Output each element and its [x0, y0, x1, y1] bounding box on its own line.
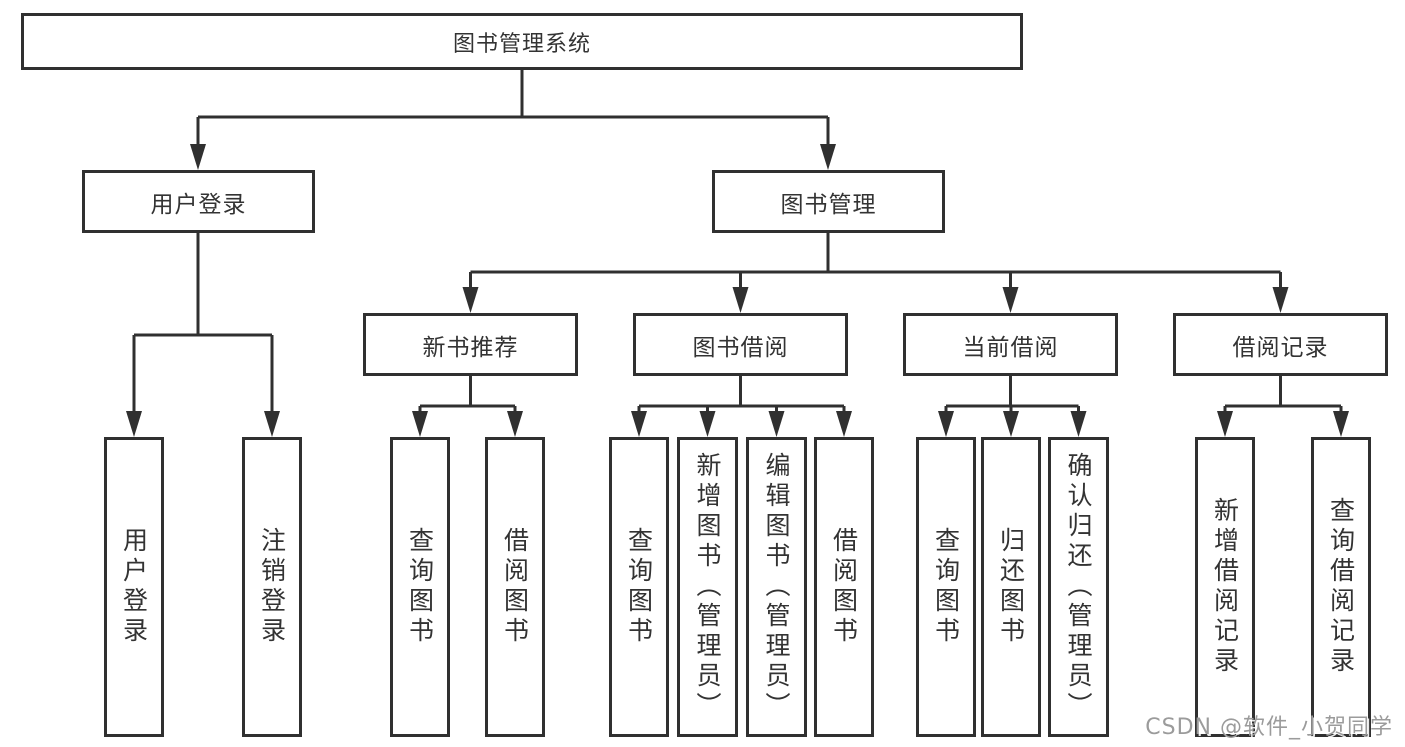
node-label: 新增借阅记录: [1210, 497, 1240, 677]
node-label: 图书管理: [780, 191, 877, 218]
node-label: 用户登录: [150, 191, 247, 218]
arrowhead: [732, 287, 749, 313]
connector-root-to-level2: [196, 70, 830, 152]
node-label: 确认归还（管理员）: [1064, 452, 1093, 722]
node-library-management-system: 图书管理系统: [21, 13, 1023, 70]
arrowhead: [1070, 411, 1087, 437]
arrowhead: [462, 287, 479, 313]
arrowhead: [1002, 287, 1019, 313]
node-label: 新增图书（管理员）: [693, 452, 722, 722]
arrowhead: [264, 411, 280, 437]
connector-newbook-to-children: [418, 376, 517, 421]
leaf-add-borrow-record: 新增借阅记录: [1195, 437, 1255, 737]
node-label: 查询图书: [624, 527, 654, 647]
arrowhead: [507, 411, 523, 437]
connector-bookmgmt-to-children: [469, 233, 1282, 297]
node-current-borrowing: 当前借阅: [903, 313, 1118, 376]
arrowhead: [631, 411, 647, 437]
node-label: 查询图书: [931, 527, 961, 647]
node-book-management: 图书管理: [712, 170, 945, 233]
arrowhead: [412, 411, 428, 437]
leaf-query-books-current: 查询图书: [916, 437, 976, 737]
node-user-login: 用户登录: [82, 170, 315, 233]
arrowhead: [699, 411, 716, 437]
connector-bookborrow-to-children: [637, 376, 846, 421]
node-label: 查询图书: [405, 527, 435, 647]
arrowhead: [820, 144, 836, 170]
leaf-borrow-books: 借阅图书: [814, 437, 874, 737]
connector-records-to-children: [1223, 376, 1343, 421]
node-label: 用户登录: [119, 527, 149, 647]
leaf-query-books-borrow: 查询图书: [609, 437, 669, 737]
node-borrowing-records: 借阅记录: [1173, 313, 1388, 376]
node-label: 图书管理系统: [452, 31, 591, 57]
node-label: 当前借阅: [962, 334, 1059, 361]
node-label: 归还图书: [996, 527, 1026, 647]
arrowheads: [126, 144, 1349, 437]
leaf-add-books-admin: 新增图书（管理员）: [677, 437, 738, 737]
leaf-confirm-return-admin: 确认归还（管理员）: [1048, 437, 1109, 737]
arrowhead: [190, 144, 206, 170]
node-label: 借阅记录: [1232, 334, 1329, 361]
node-label: 编辑图书（管理员）: [762, 452, 791, 722]
node-label: 查询借阅记录: [1326, 497, 1356, 677]
arrowhead: [1272, 287, 1289, 313]
leaf-edit-books-admin: 编辑图书（管理员）: [746, 437, 807, 737]
node-label: 借阅图书: [500, 527, 530, 647]
node-label: 图书借阅: [692, 334, 789, 361]
leaf-return-books: 归还图书: [981, 437, 1041, 737]
node-book-borrowing: 图书借阅: [633, 313, 848, 376]
leaf-borrow-books-recommend: 借阅图书: [485, 437, 545, 737]
node-label: 新书推荐: [422, 334, 519, 361]
leaf-logout: 注销登录: [242, 437, 302, 737]
watermark-text: CSDN @软件_小贺同学: [1145, 715, 1393, 740]
arrowhead: [938, 411, 954, 437]
leaf-query-borrow-record: 查询借阅记录: [1311, 437, 1371, 737]
connector-userlogin-to-children: [132, 233, 274, 421]
arrowhead: [1333, 411, 1349, 437]
leaf-query-books-recommend: 查询图书: [390, 437, 450, 737]
node-label: 借阅图书: [829, 527, 859, 647]
node-label: 注销登录: [257, 527, 287, 647]
arrowhead: [1003, 411, 1019, 437]
arrowhead: [1217, 411, 1233, 437]
arrowhead: [768, 411, 785, 437]
leaf-user-login: 用户登录: [104, 437, 164, 737]
arrowhead: [836, 411, 852, 437]
node-new-book-recommendation: 新书推荐: [363, 313, 578, 376]
arrowhead: [126, 411, 142, 437]
